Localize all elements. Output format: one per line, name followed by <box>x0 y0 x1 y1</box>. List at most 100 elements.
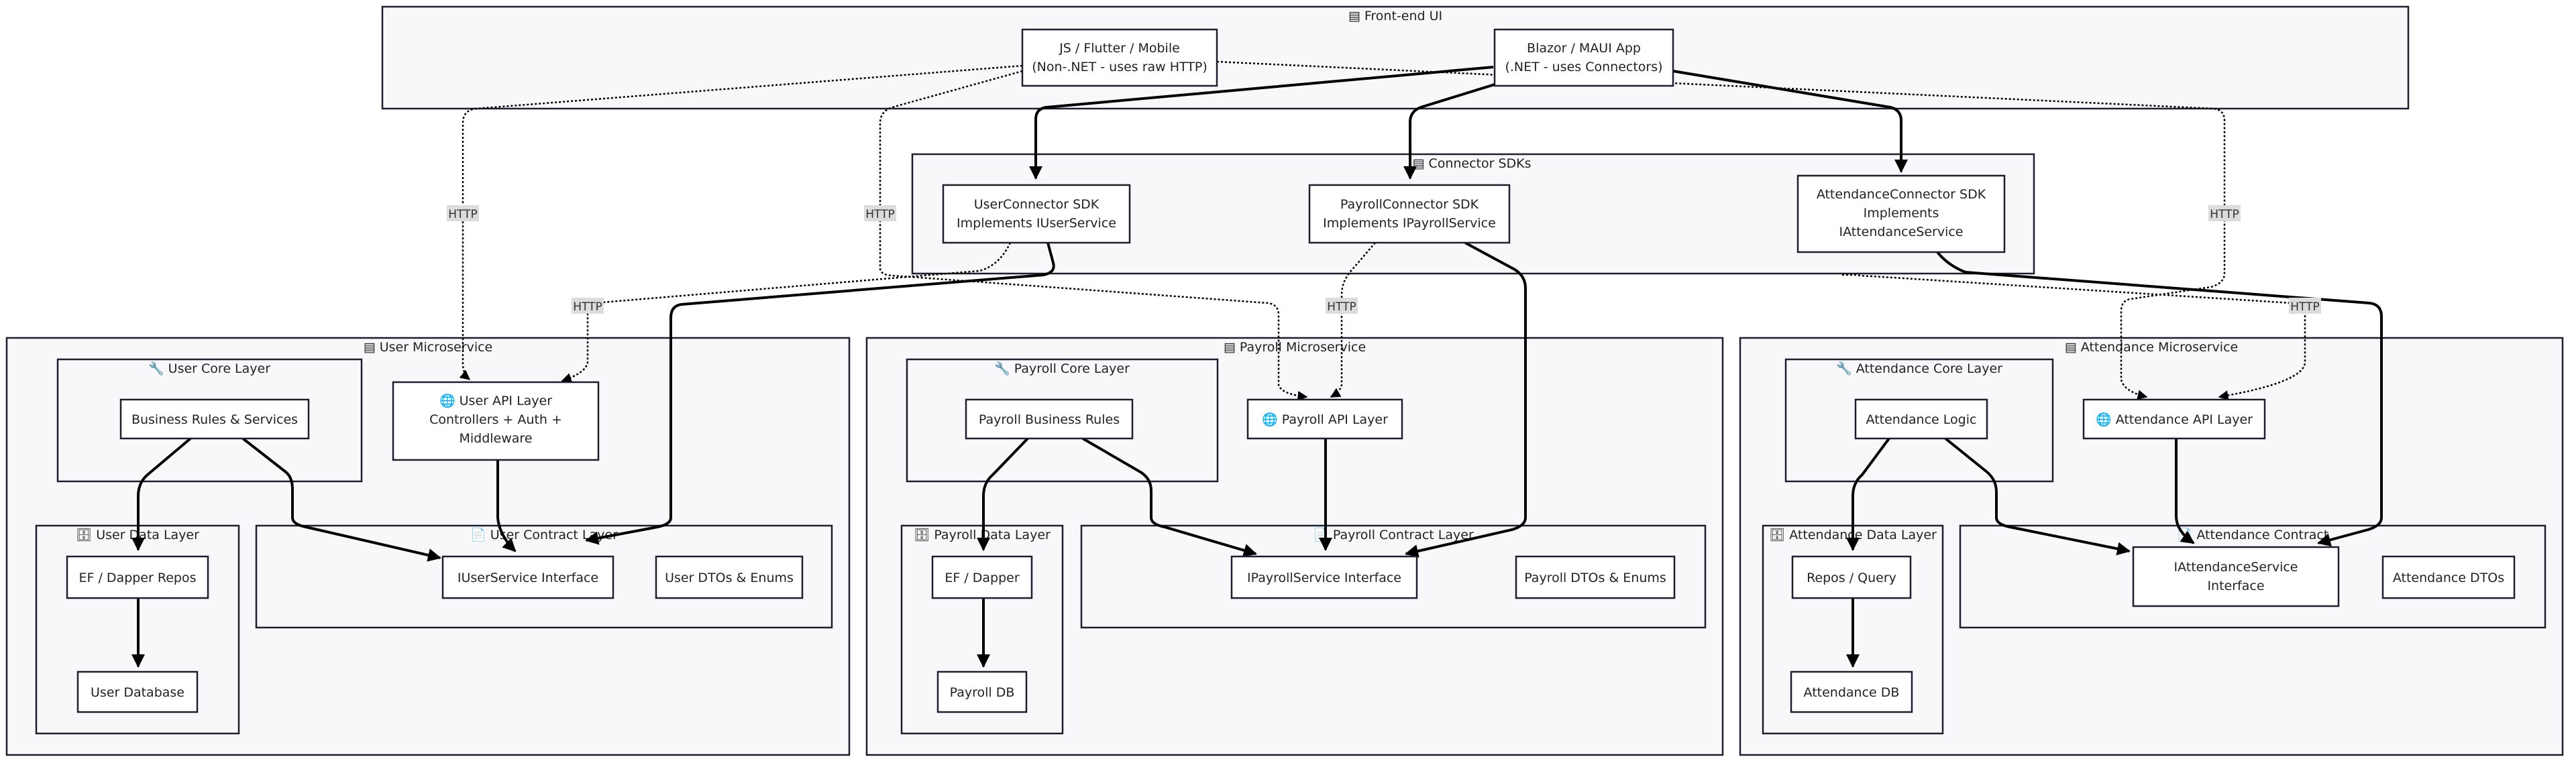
svg-text:EF / Dapper Repos: EF / Dapper Repos <box>79 571 197 585</box>
edge-user-connector-to-iuserservice <box>585 242 1055 545</box>
node-attendance-api-layer[interactable]: 🌐 Attendance API Layer <box>2082 398 2266 440</box>
http-label-js-attendance: HTTP <box>2208 205 2241 221</box>
edge-user-business-to-repos <box>131 437 192 551</box>
edge-attendance-connector-to-attendance-api <box>1842 274 2306 401</box>
node-attendance-db[interactable]: Attendance DB <box>1790 670 1913 713</box>
svg-text:Middleware: Middleware <box>459 431 532 446</box>
edge-js-to-attendance-api <box>1216 60 2226 400</box>
node-attendance-logic[interactable]: Attendance Logic <box>1854 398 1988 440</box>
cluster-frontend-title: ▤ Front-end UI <box>1348 9 1442 23</box>
http-label-payroll-connector: HTTP <box>1326 298 1358 314</box>
svg-text:AttendanceConnector SDK: AttendanceConnector SDK <box>1817 187 1986 202</box>
edge-payroll-connector-to-ipayrollservice <box>1405 241 1527 558</box>
svg-text:IUserService Interface: IUserService Interface <box>458 571 598 585</box>
svg-text:(.NET - uses Connectors): (.NET - uses Connectors) <box>1505 60 1662 74</box>
http-label-user-connector: HTTP <box>572 298 604 314</box>
svg-text:HTTP: HTTP <box>1327 300 1356 314</box>
edge-attendance-logic-to-repos <box>1846 437 1890 551</box>
node-attendance-dtos[interactable]: Attendance DTOs <box>2381 555 2516 599</box>
node-attendance-connector[interactable]: AttendanceConnector SDK Implements IAtte… <box>1796 174 2006 253</box>
svg-text:Blazor / MAUI App: Blazor / MAUI App <box>1527 41 1641 56</box>
cluster-payroll-ms-title: ▤ Payroll Microservice <box>1224 340 1366 355</box>
svg-text:User Database: User Database <box>91 685 184 700</box>
svg-text:🌐 User API Layer: 🌐 User API Layer <box>439 393 552 408</box>
svg-text:HTTP: HTTP <box>2210 208 2239 221</box>
http-label-js-payroll: HTTP <box>864 205 896 221</box>
node-iuserservice[interactable]: IUserService Interface <box>441 555 614 599</box>
cluster-user-core-title: 🔧 User Core Layer <box>148 361 270 376</box>
svg-text:HTTP: HTTP <box>2290 300 2320 314</box>
cluster-attendance-contract-title: 📄 Attendance Contract <box>2177 527 2329 542</box>
node-attendance-repos[interactable]: Repos / Query <box>1791 555 1912 599</box>
svg-text:Payroll Business Rules: Payroll Business Rules <box>979 412 1120 427</box>
svg-text:HTTP: HTTP <box>573 300 602 314</box>
edge-payroll-business-to-dapper <box>977 437 1029 551</box>
svg-text:Repos / Query: Repos / Query <box>1807 571 1896 585</box>
node-iattendanceservice[interactable]: IAttendanceService Interface <box>2132 546 2340 607</box>
cluster-attendance-core: 🔧 Attendance Core Layer <box>1784 358 2054 483</box>
svg-text:Implements: Implements <box>1864 206 1939 221</box>
node-user-business-rules[interactable]: Business Rules & Services <box>119 398 310 440</box>
cluster-payroll-contract-title: 📄 Payroll Contract Layer <box>1313 527 1474 542</box>
node-user-connector[interactable]: UserConnector SDK Implements IUserServic… <box>942 184 1131 244</box>
node-blazor-app[interactable]: Blazor / MAUI App (.NET - uses Connector… <box>1493 28 1674 87</box>
node-payroll-api-layer[interactable]: 🌐 Payroll API Layer <box>1246 398 1403 440</box>
svg-text:HTTP: HTTP <box>865 208 895 221</box>
cluster-user-ms-title: ▤ User Microservice <box>364 340 493 355</box>
cluster-payroll-core-title: 🔧 Payroll Core Layer <box>994 361 1130 376</box>
edge-attendance-logic-to-iattendanceservice <box>1944 437 2131 556</box>
svg-text:Attendance Logic: Attendance Logic <box>1866 412 1977 427</box>
edge-js-to-user-api <box>459 64 1023 380</box>
svg-text:Implements IUserService: Implements IUserService <box>957 216 1116 231</box>
node-user-database[interactable]: User Database <box>76 670 199 713</box>
edge-js-to-payroll-api <box>879 70 1308 402</box>
http-label-js-user: HTTP <box>447 205 479 221</box>
svg-text:JS / Flutter / Mobile: JS / Flutter / Mobile <box>1059 41 1180 56</box>
edge-blazor-to-user-connector <box>1029 66 1494 180</box>
cluster-connectors-title: ▤ Connector SDKs <box>1412 156 1531 171</box>
svg-text:Payroll DB: Payroll DB <box>950 685 1015 700</box>
node-user-api-layer[interactable]: 🌐 User API Layer Controllers + Auth + Mi… <box>392 381 600 461</box>
edge-attendance-connector-to-iattendanceservice <box>1936 251 2383 546</box>
svg-text:User DTOs & Enums: User DTOs & Enums <box>665 571 794 585</box>
svg-text:🌐 Attendance API Layer: 🌐 Attendance API Layer <box>2096 412 2253 427</box>
svg-text:Attendance DTOs: Attendance DTOs <box>2393 571 2504 585</box>
node-user-dtos[interactable]: User DTOs & Enums <box>655 555 804 599</box>
svg-text:🌐 Payroll API Layer: 🌐 Payroll API Layer <box>1262 412 1388 427</box>
edge-blazor-to-attendance-connector <box>1672 70 1908 173</box>
node-payroll-business-rules[interactable]: Payroll Business Rules <box>965 398 1134 440</box>
svg-text:UserConnector SDK: UserConnector SDK <box>974 197 1099 212</box>
svg-text:IAttendanceService: IAttendanceService <box>1839 225 1964 239</box>
cluster-frontend: ▤ Front-end UI <box>381 5 2410 110</box>
edge-attendance-api-to-iattendanceservice <box>2175 438 2195 544</box>
svg-text:IAttendanceService: IAttendanceService <box>2174 560 2298 575</box>
svg-text:Attendance DB: Attendance DB <box>1804 685 1900 700</box>
cluster-attendance-core-title: 🔧 Attendance Core Layer <box>1836 361 2002 376</box>
svg-text:(Non-.NET - uses raw HTTP): (Non-.NET - uses raw HTTP) <box>1032 60 1208 74</box>
edge-user-api-to-iuserservice <box>496 460 517 552</box>
svg-text:Business Rules & Services: Business Rules & Services <box>131 412 298 427</box>
svg-text:PayrollConnector SDK: PayrollConnector SDK <box>1340 197 1479 212</box>
node-payroll-dapper[interactable]: EF / Dapper <box>931 555 1033 599</box>
svg-text:Implements IPayrollService: Implements IPayrollService <box>1323 216 1496 231</box>
edge-payroll-business-to-ipayrollservice <box>1081 437 1257 557</box>
svg-text:Controllers + Auth +: Controllers + Auth + <box>429 412 562 427</box>
svg-text:Payroll DTOs & Enums: Payroll DTOs & Enums <box>1524 571 1666 585</box>
node-user-repos[interactable]: EF / Dapper Repos <box>66 555 209 599</box>
svg-text:Interface: Interface <box>2207 579 2264 593</box>
node-js-app[interactable]: JS / Flutter / Mobile (Non-.NET - uses r… <box>1021 28 1218 87</box>
svg-text:EF / Dapper: EF / Dapper <box>945 571 1019 585</box>
edge-labels: HTTP HTTP HTTP HTTP HTTP HTTP <box>447 205 2321 314</box>
node-payroll-connector[interactable]: PayrollConnector SDK Implements IPayroll… <box>1308 184 1511 244</box>
node-payroll-dtos[interactable]: Payroll DTOs & Enums <box>1515 555 1676 599</box>
node-payroll-db[interactable]: Payroll DB <box>936 670 1028 713</box>
http-label-attendance-connector: HTTP <box>2289 298 2321 314</box>
svg-text:HTTP: HTTP <box>448 208 478 221</box>
cluster-user-contract-title: 📄 User Contract Layer <box>470 527 618 542</box>
cluster-attendance-ms-title: ▤ Attendance Microservice <box>2065 340 2238 355</box>
node-ipayrollservice[interactable]: IPayrollService Interface <box>1230 555 1418 599</box>
edge-blazor-to-payroll-connector <box>1403 83 1495 180</box>
edge-user-business-to-iuserservice <box>241 437 441 562</box>
svg-text:IPayrollService Interface: IPayrollService Interface <box>1247 571 1401 585</box>
